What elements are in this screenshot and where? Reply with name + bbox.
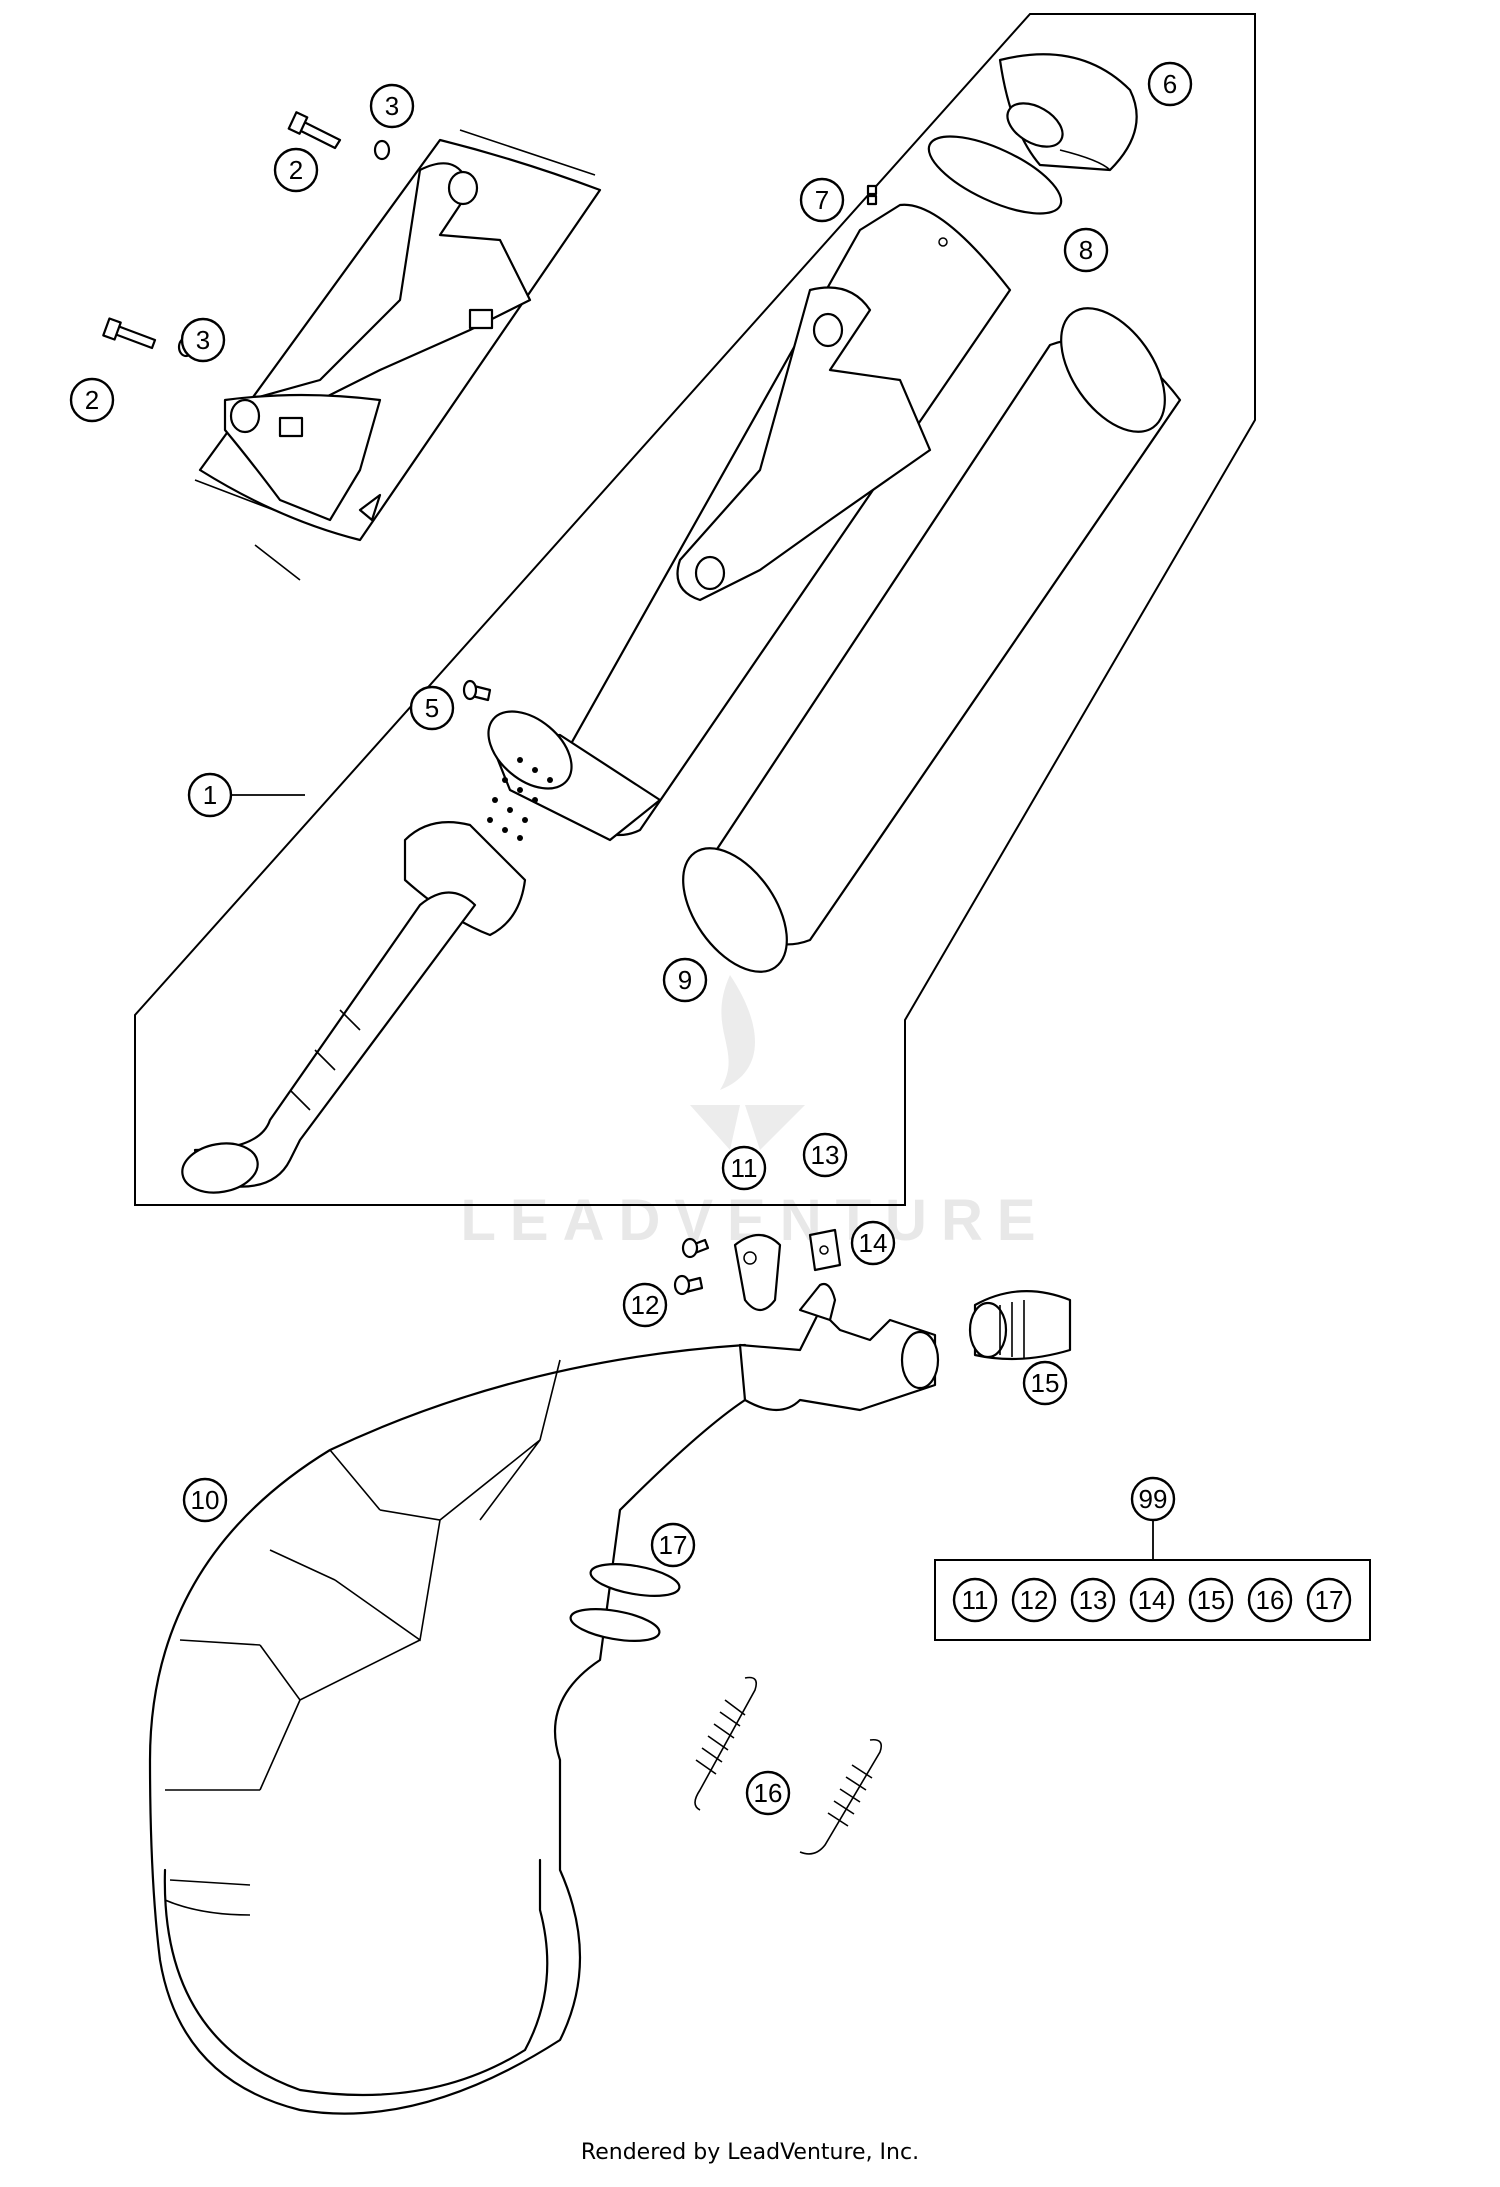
clip-nut: [808, 1228, 842, 1272]
svg-text:17: 17: [659, 1530, 688, 1560]
bolt-11: [681, 1237, 710, 1259]
svg-text:8: 8: [1079, 235, 1093, 265]
kit-item: 15: [1188, 1577, 1234, 1623]
end-cap: [998, 53, 1138, 172]
callout-14: 14: [850, 1220, 896, 1266]
callout-1: 1: [187, 772, 305, 818]
svg-text:1: 1: [203, 780, 217, 810]
svg-text:10: 10: [191, 1485, 220, 1515]
bolt-lower: [102, 317, 157, 350]
rivet-top: [866, 184, 878, 206]
callout-16: 16: [745, 1770, 791, 1816]
svg-text:2: 2: [289, 155, 303, 185]
bolt-12: [673, 1274, 704, 1296]
callout-6: 6: [1147, 61, 1193, 107]
svg-text:9: 9: [678, 965, 692, 995]
callout-3-lower: 3: [180, 317, 226, 363]
muffler-assembly-frame: [134, 13, 1256, 1206]
callout-12: 12: [622, 1282, 668, 1328]
callout-10: 10: [182, 1477, 228, 1523]
callout-11: 11: [721, 1145, 767, 1191]
svg-text:99: 99: [1139, 1484, 1168, 1514]
callout-17: 17: [650, 1522, 696, 1568]
svg-text:16: 16: [1256, 1585, 1285, 1615]
muffler-outer-sleeve: [682, 307, 1182, 973]
svg-text:6: 6: [1163, 69, 1177, 99]
svg-text:12: 12: [1020, 1585, 1049, 1615]
svg-text:17: 17: [1315, 1585, 1344, 1615]
callout-15: 15: [1022, 1360, 1068, 1406]
kit-items: 11 12 13 14 15 16 17: [952, 1577, 1352, 1623]
svg-text:15: 15: [1197, 1585, 1226, 1615]
svg-text:5: 5: [425, 693, 439, 723]
svg-text:16: 16: [754, 1778, 783, 1808]
callout-3-upper: 3: [369, 83, 415, 129]
o-ring: [927, 135, 1063, 215]
kit-item: 11: [952, 1577, 998, 1623]
svg-text:14: 14: [859, 1228, 888, 1258]
expansion-chamber: [148, 1282, 940, 2115]
kit-item: 16: [1247, 1577, 1293, 1623]
svg-text:13: 13: [811, 1140, 840, 1170]
exhaust-coupler: [968, 1290, 1072, 1361]
svg-text:12: 12: [631, 1290, 660, 1320]
callout-7: 7: [799, 177, 845, 223]
muffler-inlet-pipe: [181, 821, 527, 1194]
callout-2-lower: 2: [69, 377, 115, 423]
washer-upper: [373, 139, 391, 161]
leadventure-watermark: LEADVENTURE: [460, 975, 1036, 1253]
callout-8: 8: [1063, 227, 1109, 273]
svg-text:14: 14: [1138, 1585, 1167, 1615]
kit-box: [934, 1559, 1371, 1641]
rivet-side: [462, 679, 492, 702]
muffler-core: [487, 203, 1012, 842]
svg-text:11: 11: [962, 1585, 989, 1615]
exhaust-o-rings: [569, 1563, 681, 1642]
callout-5: 5: [409, 685, 455, 731]
kit-item: 14: [1129, 1577, 1175, 1623]
exhaust-springs: [694, 1676, 883, 1855]
svg-text:13: 13: [1079, 1585, 1108, 1615]
kit-item: 17: [1306, 1577, 1352, 1623]
kit-item: 12: [1011, 1577, 1057, 1623]
svg-text:11: 11: [731, 1153, 758, 1183]
kit-item: 13: [1070, 1577, 1116, 1623]
callout-9: 9: [662, 957, 708, 1003]
bracket-inset: [194, 129, 602, 581]
render-credit: Rendered by LeadVenture, Inc.: [580, 2140, 920, 2165]
svg-text:3: 3: [385, 91, 399, 121]
bolt-upper: [287, 111, 342, 150]
rubber-damper: [733, 1233, 782, 1312]
callout-99: 99: [1130, 1476, 1176, 1560]
svg-text:15: 15: [1031, 1368, 1060, 1398]
callout-2-upper: 2: [273, 147, 319, 193]
svg-text:3: 3: [196, 325, 210, 355]
svg-text:7: 7: [815, 185, 829, 215]
callout-13: 13: [802, 1132, 848, 1178]
svg-text:2: 2: [85, 385, 99, 415]
